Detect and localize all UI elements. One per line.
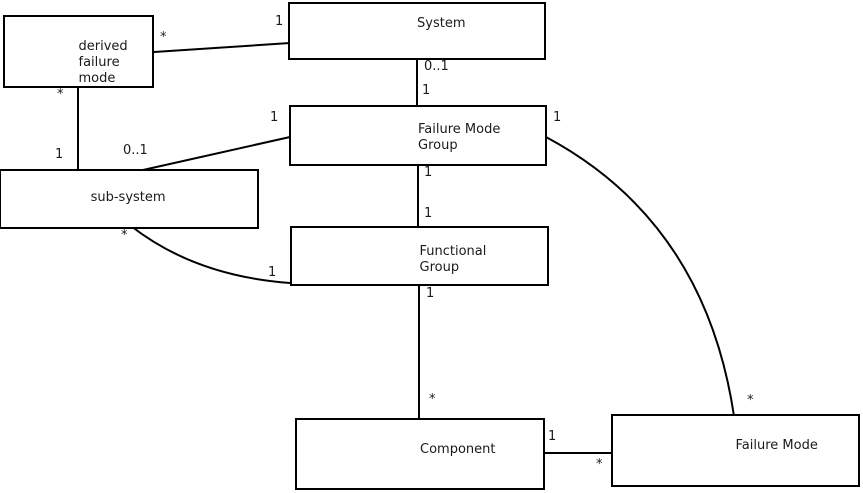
multiplicity-component-failure-mode-near-failure-mode: *	[596, 457, 603, 472]
entity-box-derived-failure-mode: derived failure mode	[3, 15, 154, 88]
entity-label-system: System	[417, 16, 466, 31]
entity-box-failure-mode: Failure Mode	[611, 414, 860, 487]
multiplicity-component-failure-mode-near-component: 1	[548, 429, 557, 444]
multiplicity-derived-failure-mode-system-near-dfm: *	[160, 30, 167, 45]
multiplicity-dfm-sub-system-near-sub-system: 1	[55, 147, 64, 162]
multiplicity-system-fmg-near-system: 0..1	[424, 59, 449, 74]
multiplicity-fmg-sub-system-near-sub-system: 0..1	[123, 143, 148, 158]
connector-failure-mode-group-sub-system-line	[142, 136, 291, 171]
entity-box-system: System	[288, 2, 546, 60]
entity-box-failure-mode-group: Failure Mode Group	[289, 105, 547, 166]
entity-box-sub-system: sub-system	[0, 169, 259, 229]
multiplicity-sub-system-functional-group-near-fg: 1	[268, 265, 277, 280]
multiplicity-fmg-failure-mode-near-failure-mode: *	[747, 393, 754, 408]
multiplicity-system-fmg-near-fmg: 1	[422, 83, 431, 98]
connector-sub-system-functional-group-line	[130, 225, 291, 284]
entity-label-functional-group: Functional Group	[419, 244, 487, 275]
connector-derived-failure-mode-system-line	[153, 42, 291, 53]
multiplicity-fmg-functional-group-near-fg: 1	[424, 206, 433, 221]
multiplicity-functional-group-component-near-fg: 1	[426, 286, 435, 301]
entity-label-failure-mode: Failure Mode	[735, 438, 818, 453]
multiplicity-functional-group-component-near-component: *	[429, 392, 436, 407]
entity-label-failure-mode-group: Failure Mode Group	[418, 122, 501, 153]
entity-box-component: Component	[295, 418, 545, 490]
entity-label-component: Component	[420, 442, 496, 457]
multiplicity-fmg-functional-group-near-fmg: 1	[424, 165, 433, 180]
entity-box-functional-group: Functional Group	[290, 226, 549, 286]
multiplicity-sub-system-functional-group-near-sub-system: *	[121, 228, 128, 243]
entity-label-derived-failure-mode: derived failure mode	[78, 39, 128, 86]
multiplicity-dfm-sub-system-near-dfm: *	[57, 87, 64, 102]
multiplicity-fmg-failure-mode-near-fmg: 1	[553, 110, 562, 125]
multiplicity-fmg-sub-system-near-fmg: 1	[270, 110, 279, 125]
entity-label-sub-system: sub-system	[90, 190, 166, 205]
multiplicity-derived-failure-mode-system-near-system: 1	[275, 14, 284, 29]
connector-failure-mode-group-failure-mode-line	[545, 136, 735, 417]
